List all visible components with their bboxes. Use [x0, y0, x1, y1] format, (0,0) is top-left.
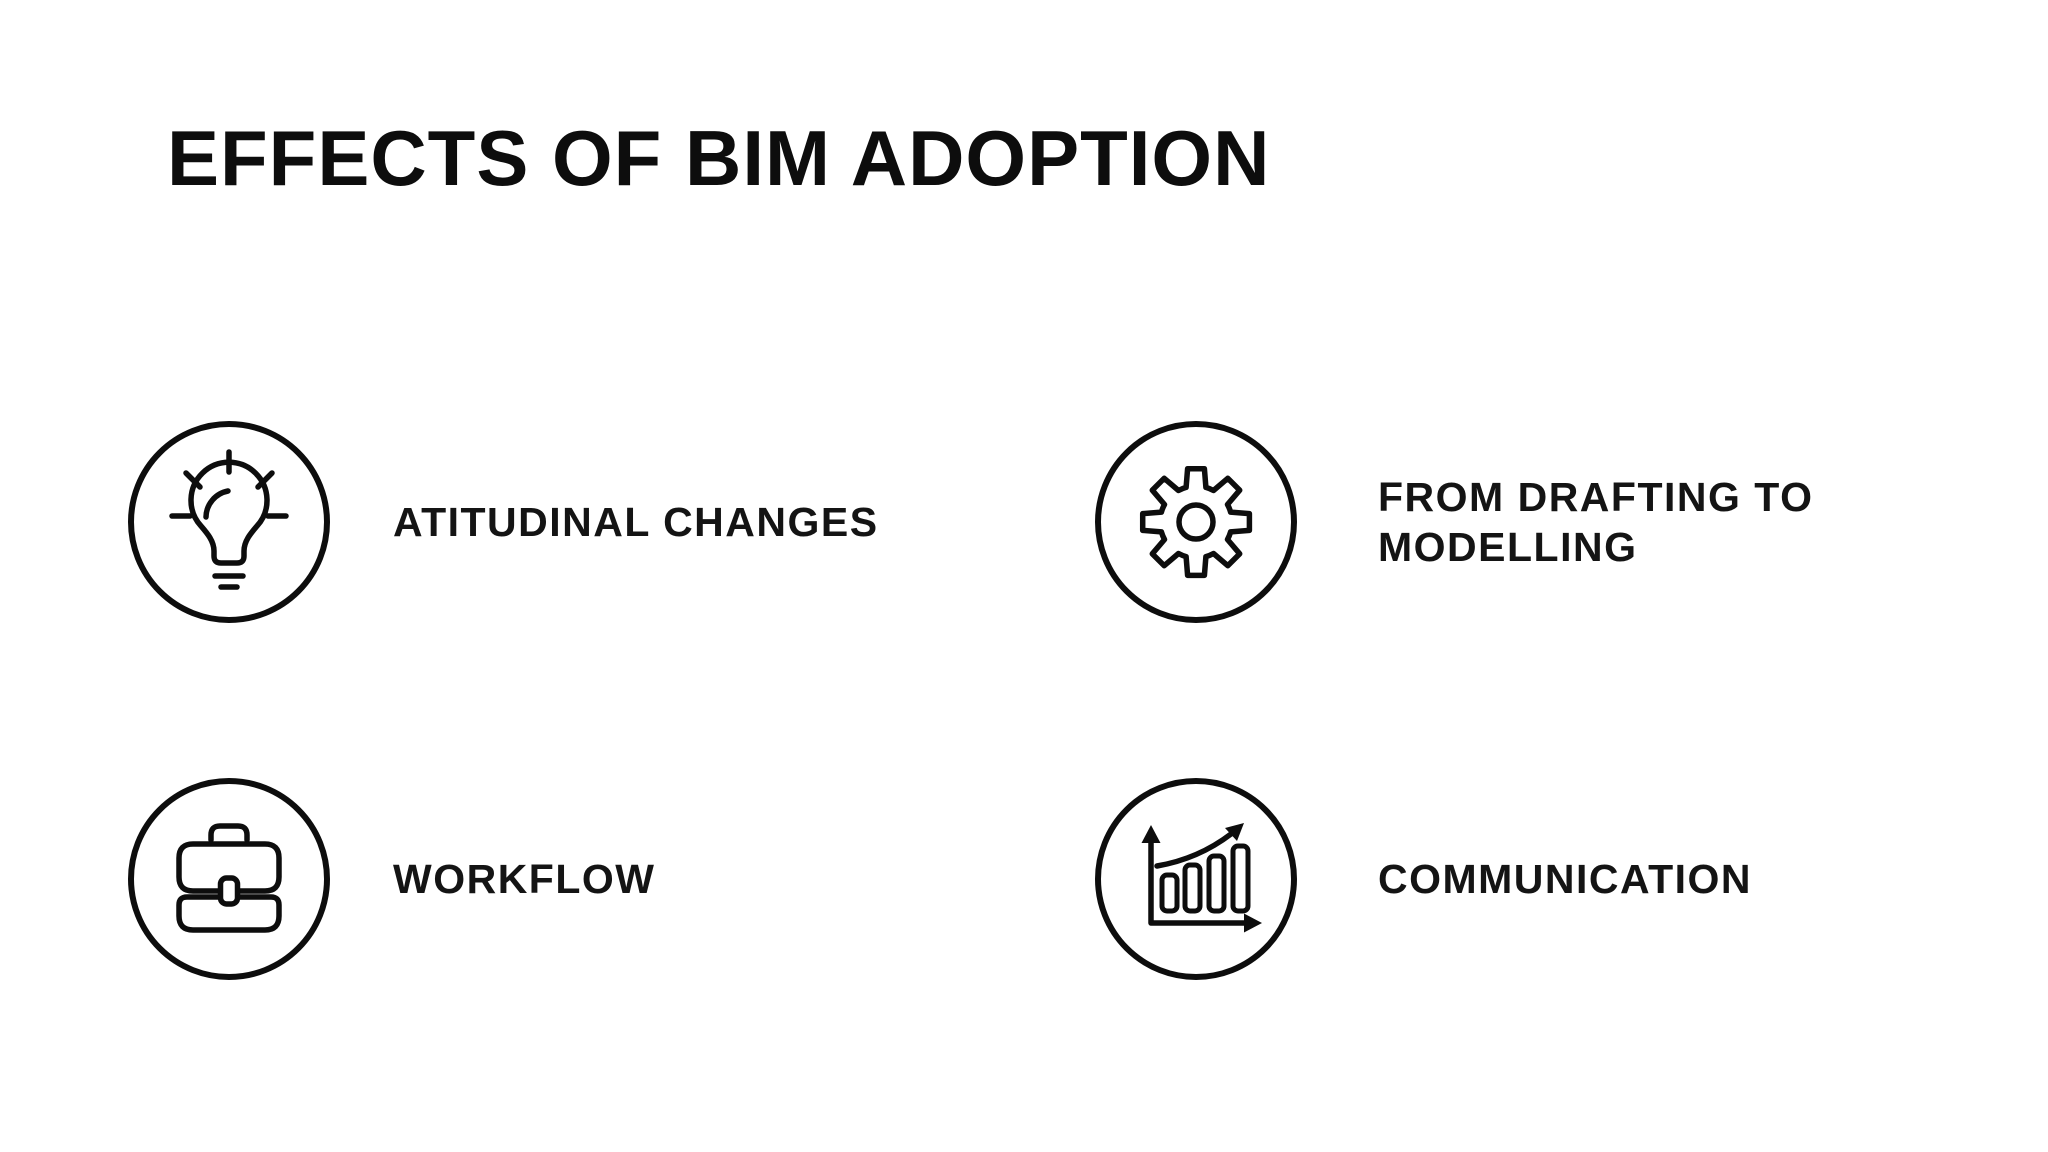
feature-label-attitudinal-changes: ATITUDINAL CHANGES	[393, 499, 879, 545]
lightbulb-icon	[127, 420, 331, 624]
page-title: EFFECTS OF BIM ADOPTION	[167, 114, 1271, 202]
feature-label-workflow: WORKFLOW	[393, 856, 656, 902]
gear-icon	[1094, 420, 1298, 624]
feature-item-drafting-to-modelling: FROM DRAFTING TO MODELLING	[1094, 420, 1813, 624]
feature-item-communication: COMMUNICATION	[1094, 777, 1752, 981]
feature-label-communication: COMMUNICATION	[1378, 856, 1753, 902]
feature-item-attitudinal-changes: ATITUDINAL CHANGES	[127, 420, 879, 624]
feature-item-workflow: WORKFLOW	[127, 777, 655, 981]
bar-chart-icon	[1094, 777, 1298, 981]
feature-label-drafting-to-modelling: FROM DRAFTING TO MODELLING	[1378, 474, 1814, 570]
briefcase-icon	[127, 777, 331, 981]
